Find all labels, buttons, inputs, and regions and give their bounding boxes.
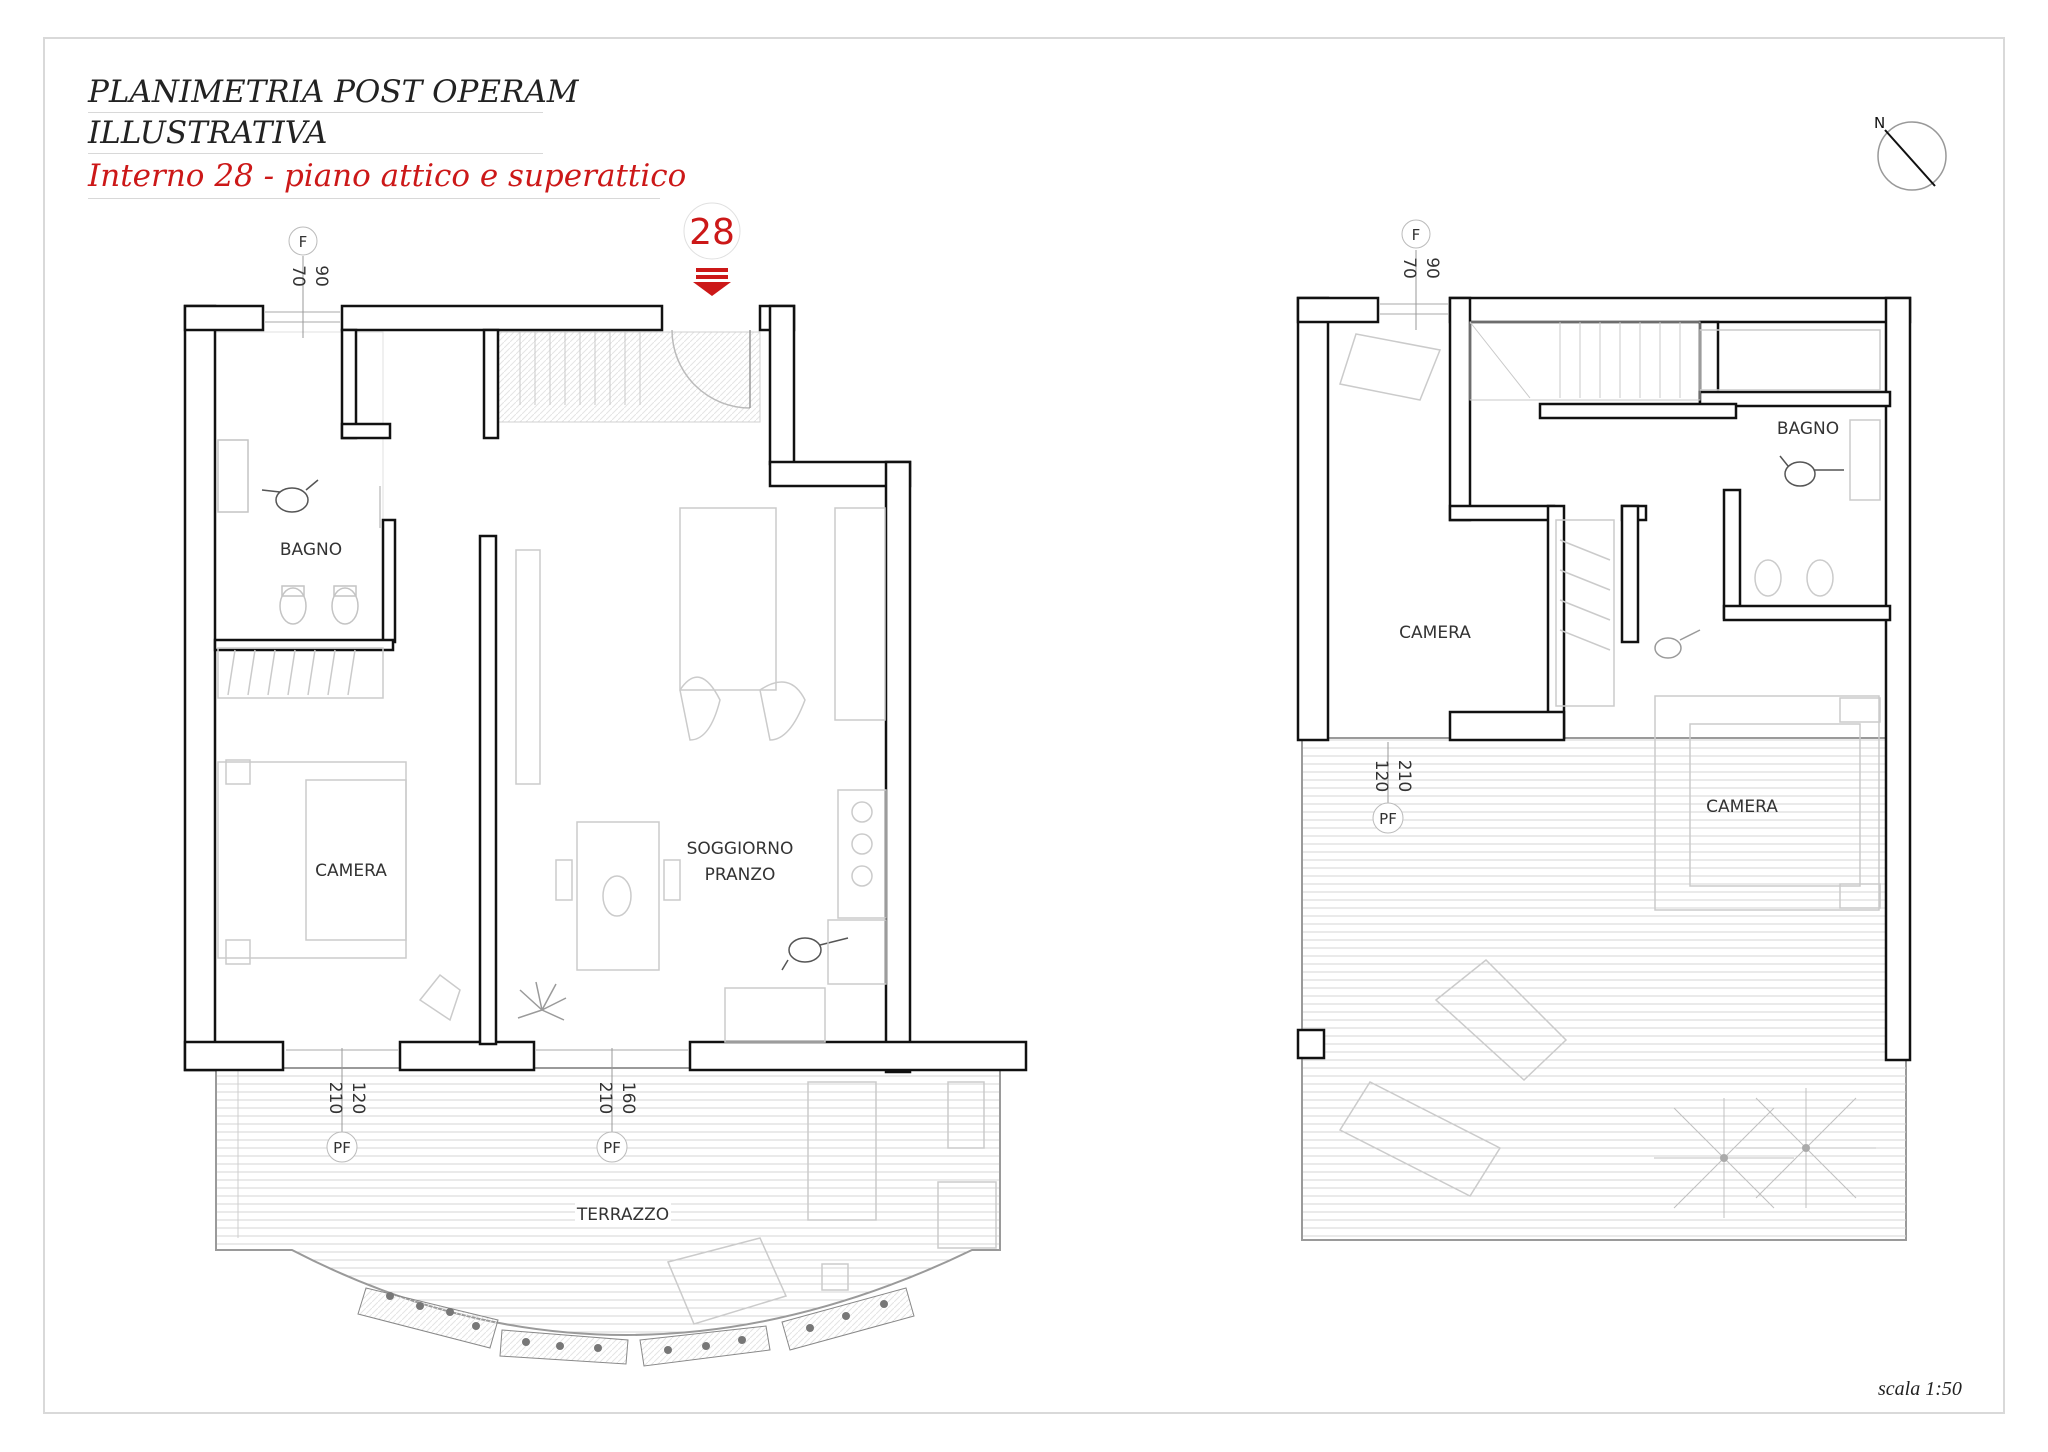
window-dim-2-upper: 90 <box>1422 257 1442 279</box>
entrance-arrow-icon <box>693 268 731 296</box>
entrance-circle <box>683 202 741 260</box>
person-icon <box>261 479 319 513</box>
umbrella-icon <box>1654 1088 1876 1218</box>
title-block: PLANIMETRIA POST OPERAM ILLUSTRATIVA Int… <box>88 72 686 199</box>
bagno-fixtures <box>217 439 381 625</box>
staircase-upper <box>1469 321 1701 401</box>
compass-north-arrow-icon: N <box>1874 114 1947 191</box>
door-camera-tag: PF <box>333 1139 351 1157</box>
door-soggiorno-dim-2: 210 <box>595 1082 615 1114</box>
sheet-border <box>43 37 2005 1414</box>
superattico-furniture <box>1338 329 1881 1197</box>
terrace-furniture <box>666 1081 997 1325</box>
door-upper-tag: PF <box>1379 810 1397 828</box>
title-line-2: ILLUSTRATIVA <box>88 113 543 154</box>
window-tag: F <box>299 233 308 251</box>
door-upper-dim-1: 120 <box>1371 760 1391 792</box>
walls-superattico <box>1296 296 1912 1062</box>
person-icon <box>781 937 849 971</box>
person-icon <box>1779 455 1844 487</box>
plan-attico: F 70 90 28 <box>183 202 1028 1367</box>
room-label-camera: CAMERA <box>315 861 387 881</box>
door-upper-dim-2: 210 <box>1394 760 1414 792</box>
window-tag-circle <box>288 226 318 256</box>
compass-north-label: N <box>1874 114 1885 132</box>
room-label-terrazzo: TERRAZZO <box>576 1205 669 1225</box>
room-label-bagno-upper: BAGNO <box>1777 419 1839 439</box>
plant-icon <box>517 981 567 1021</box>
window-dim-1: 70 <box>288 265 308 287</box>
scale-note: scala 1:50 <box>1878 1378 1962 1400</box>
staircase <box>493 331 761 423</box>
window-tag-upper: F <box>1412 226 1421 244</box>
room-label-soggiorno: SOGGIORNO <box>687 839 794 859</box>
title-line-1: PLANIMETRIA POST OPERAM <box>88 72 579 113</box>
entrance-number: 28 <box>689 212 735 253</box>
window-dim-1-upper: 70 <box>1399 257 1419 279</box>
person-icon <box>1654 629 1701 659</box>
subtitle: Interno 28 - piano attico e superattico <box>88 154 686 199</box>
door-soggiorno-tag: PF <box>603 1139 621 1157</box>
room-label-bagno: BAGNO <box>280 540 342 560</box>
plan-superattico: F 70 90 <box>1296 219 1912 1241</box>
camera-furniture <box>217 647 461 1022</box>
room-label-pranzo: PRANZO <box>705 865 776 885</box>
soggiorno-furniture <box>515 507 887 1043</box>
room-label-camera-upper-1: CAMERA <box>1399 623 1471 643</box>
room-label-camera-upper-2: CAMERA <box>1706 797 1778 817</box>
door-camera-dim-2: 210 <box>325 1082 345 1114</box>
walls-attico <box>183 304 1028 1074</box>
hedge-texture <box>386 1292 888 1354</box>
window-dim-2: 90 <box>311 265 331 287</box>
door-camera-dim-1: 120 <box>348 1082 368 1114</box>
door-soggiorno-dim-1: 160 <box>618 1082 638 1114</box>
